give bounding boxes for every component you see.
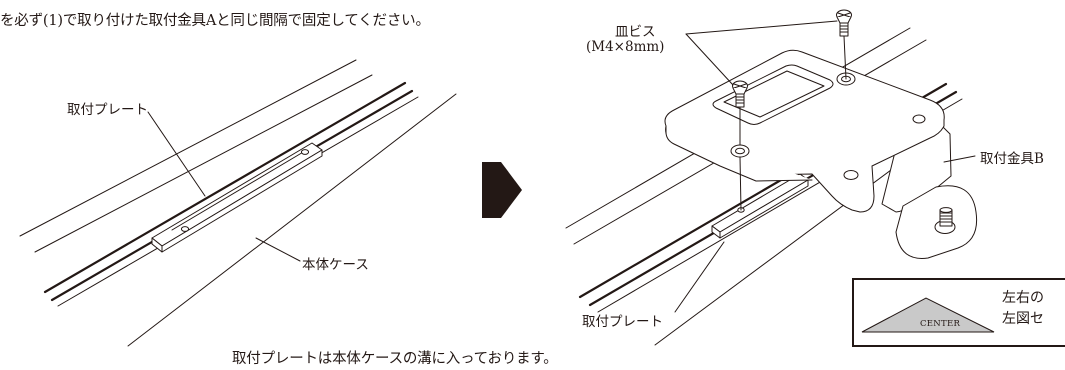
stud-bolt	[939, 207, 953, 227]
case-edge-line	[654, 149, 919, 346]
left-figure	[19, 59, 457, 347]
screw-guide-line	[843, 35, 847, 80]
label-body-case: 本体ケース	[302, 257, 369, 273]
center-note-line1: 左右の	[1002, 290, 1044, 306]
label-bracket-b: 取付金具B	[980, 151, 1044, 167]
case-edge-line	[34, 74, 373, 253]
label-screw-spec: (M4×8mm)	[586, 39, 665, 55]
mounting-plate	[151, 142, 323, 253]
center-marker-graphic	[861, 297, 995, 333]
center-marker-box: CENTER 左右の 左図セ	[852, 278, 1065, 347]
flat-head-screw-icon	[732, 80, 748, 108]
slot-hole	[912, 114, 926, 124]
leader-plate-right	[674, 241, 725, 313]
plate-hole	[300, 149, 310, 155]
right-figure	[565, 9, 978, 346]
leader-bracket-b	[943, 155, 976, 163]
caption-text: 取付プレートは本体ケースの溝に入っております。	[232, 351, 558, 367]
leader-screw	[685, 33, 734, 86]
leader-body-case	[255, 237, 301, 262]
center-note-line2: 左図セ	[1002, 311, 1044, 327]
label-mounting-plate-right: 取付プレート	[582, 314, 663, 330]
label-screw-name: 皿ビス	[615, 24, 656, 40]
slot-hole	[843, 170, 859, 180]
flat-head-screw-icon	[836, 9, 852, 37]
arrow-right-icon	[482, 162, 522, 218]
leader-plate-left	[147, 111, 206, 197]
instruction-text: を必ず(1)で取り付けた取付金具Aと同じ間隔で固定してください。	[0, 13, 430, 29]
bracket-hole	[735, 147, 745, 155]
center-triangle-icon	[861, 297, 995, 333]
mounting-plate	[711, 173, 809, 239]
screw-guide-line	[739, 156, 742, 211]
plate-hole	[180, 226, 190, 232]
case-edge-line	[127, 93, 457, 347]
center-marker-label: CENTER	[920, 319, 961, 329]
leader-screw	[685, 20, 838, 35]
case-edge-line	[19, 59, 357, 237]
label-mounting-plate-left: 取付プレート	[67, 102, 148, 118]
rail-line	[43, 81, 407, 294]
